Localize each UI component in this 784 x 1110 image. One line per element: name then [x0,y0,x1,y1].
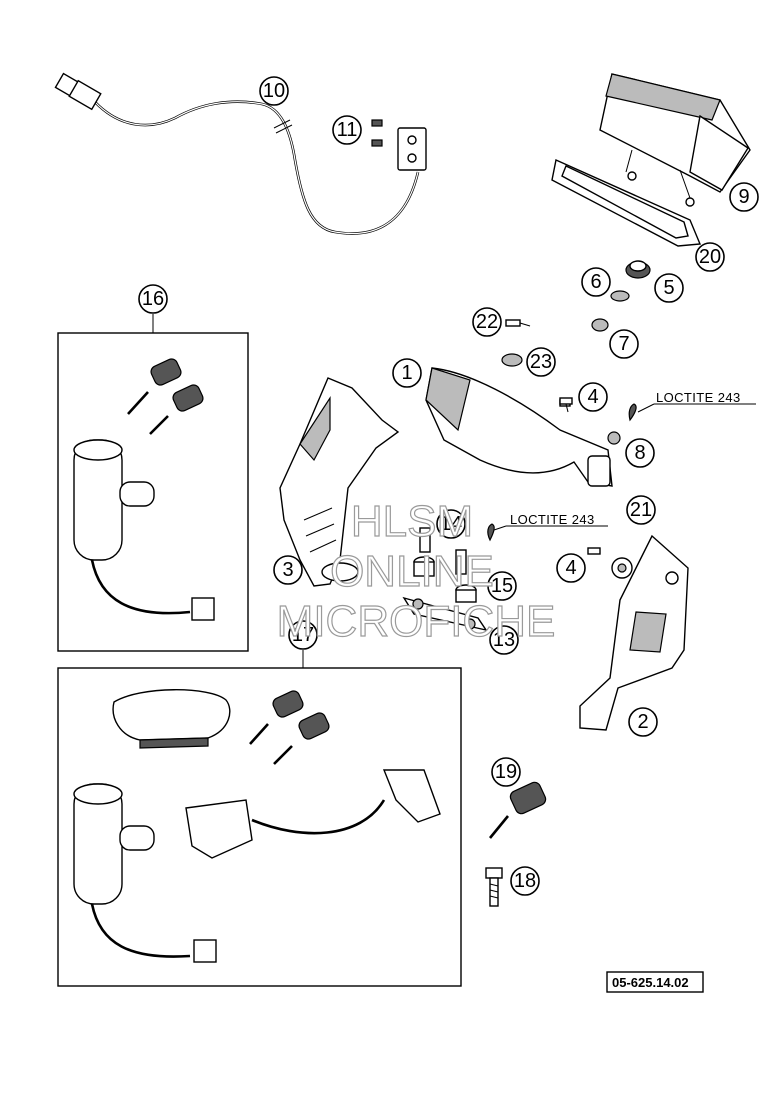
svg-text:4: 4 [565,557,576,579]
svg-text:13: 13 [493,629,515,651]
callout-14: 14 [436,509,466,539]
drawing-number-box: 05-625.14.02 [606,971,704,993]
loctite-label-1: LOCTITE 243 [637,390,756,413]
screw-part-4-upper [559,397,573,413]
svg-text:LOCTITE 243: LOCTITE 243 [510,512,595,527]
callout-20: 20 [695,242,725,272]
svg-text:22: 22 [476,311,498,333]
svg-text:05-625.14.02: 05-625.14.02 [612,975,689,990]
fuel-cap-17 [112,689,231,749]
svg-text:7: 7 [618,333,629,355]
callout-4-upper: 4 [578,382,608,412]
screw-part-8 [607,403,637,445]
watermark: HLSM ONLINE MICROFICHE [276,496,556,646]
svg-text:10: 10 [263,80,285,102]
grommet-part-23 [501,353,523,367]
callout-21: 21 [626,495,656,525]
key-pair-17 [249,690,330,765]
screw-part-18 [485,867,503,907]
loctite-drop-2 [487,523,495,542]
svg-text:9: 9 [738,186,749,208]
kit-frame-part-17 [57,667,462,987]
svg-text:16: 16 [142,288,164,310]
svg-text:8: 8 [634,442,645,464]
svg-text:MICROFICHE: MICROFICHE [277,597,556,646]
side-panel-part-2 [579,534,689,731]
callout-16: 16 [138,284,168,314]
callout-19: 19 [491,757,521,787]
callout-23: 23 [526,347,556,377]
cover-part-1 [425,367,613,487]
svg-text:1: 1 [401,362,412,384]
loctite-label-2: LOCTITE 243 [493,512,608,531]
bracket-part-11 [371,119,427,171]
callout-13: 13 [489,625,519,655]
instrument-cluster-part-9 [599,73,751,207]
svg-text:14: 14 [440,513,462,535]
callout-15: 15 [487,571,517,601]
callouts: 1 2 3 4 4 5 6 7 8 9 10 11 13 14 15 16 17… [138,76,759,896]
svg-text:21: 21 [630,499,652,521]
svg-text:HLSM: HLSM [351,497,473,546]
side-panel-part-3 [279,377,400,587]
svg-text:2: 2 [637,711,648,733]
callout-5: 5 [654,273,684,303]
callout-17: 17 [288,620,318,650]
svg-text:5: 5 [663,277,674,299]
callout-10: 10 [259,76,289,106]
svg-text:ONLINE: ONLINE [330,547,494,596]
svg-text:11: 11 [337,119,358,141]
svg-text:23: 23 [530,351,552,373]
holder-part-13 [402,596,488,632]
callout-9: 9 [729,182,759,212]
svg-text:19: 19 [495,761,517,783]
ignition-lock-16 [73,439,215,621]
key-blank-part-19 [488,781,547,839]
callout-8: 8 [625,438,655,468]
callout-7: 7 [609,329,639,359]
screw-part-22 [505,319,531,327]
svg-text:15: 15 [491,575,513,597]
callout-2: 2 [628,707,658,737]
svg-text:4: 4 [587,386,598,408]
key-pair-16 [127,358,204,435]
callout-18: 18 [510,866,540,896]
nut-part-7 [591,318,609,332]
seat-lock-17 [185,769,441,859]
callout-22: 22 [472,307,502,337]
washer-part-6 [610,290,630,302]
ignition-lock-17 [73,783,217,963]
gasket-part-20 [551,159,702,247]
bushing-part-5 [625,260,651,279]
wiring-harness-part-10 [54,72,420,235]
callout-6: 6 [581,267,611,297]
svg-text:LOCTITE 243: LOCTITE 243 [656,390,741,405]
screw-part-4-lower [587,547,601,555]
svg-text:3: 3 [282,559,293,581]
svg-text:18: 18 [514,870,536,892]
svg-text:17: 17 [292,624,314,646]
svg-text:6: 6 [590,271,601,293]
svg-text:20: 20 [699,246,721,268]
rubber-part-15 [413,556,477,603]
screw-part-14 [419,527,467,575]
callout-3: 3 [273,555,303,585]
bushing-part-21 [611,557,633,579]
callout-1: 1 [392,358,422,388]
callout-4-lower: 4 [556,553,586,583]
callout-11: 11 [332,115,362,145]
